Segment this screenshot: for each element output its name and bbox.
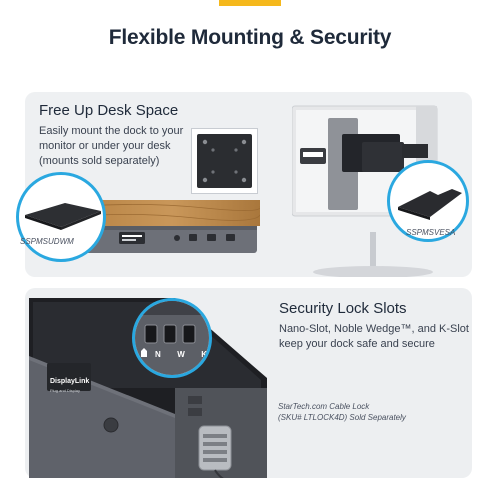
security-body-line: Nano-Slot, Noble Wedge™, and K-Slot xyxy=(279,323,469,335)
vesa-mount-plate xyxy=(398,189,462,220)
under-desk-mount-caption: SSPMSUDWM xyxy=(20,237,74,246)
security-body: Nano-Slot, Noble Wedge™, and K-Slot keep… xyxy=(279,322,469,352)
desk-space-body: Easily mount the dock to your monitor or… xyxy=(39,124,183,169)
desk-space-body-line: (mounts sold separately) xyxy=(39,155,160,167)
displaylink-badge: DisplayLink xyxy=(50,378,90,385)
cable-lock-caption-line: StarTech.com Cable Lock xyxy=(278,402,370,411)
displaylink-badge-sub: Plug and Display xyxy=(50,388,81,393)
top-accent-bar xyxy=(219,0,281,6)
security-heading: Security Lock Slots xyxy=(279,300,407,317)
slot-label-w: W xyxy=(177,350,185,359)
desk-space-body-line: Easily mount the dock to your xyxy=(39,125,184,137)
under-desk-mount-plate xyxy=(25,203,101,230)
lock-slots-circle: N W K xyxy=(132,298,212,378)
slot-labels: N W K xyxy=(155,350,207,359)
cable-lock-caption: StarTech.com Cable Lock (SKU# LTLOCK4D) … xyxy=(278,401,406,423)
vesa-mount-circle xyxy=(387,160,469,242)
security-body-line: keep your dock safe and secure xyxy=(279,338,435,350)
desk-space-body-line: monitor or under your desk xyxy=(39,140,171,152)
slot-label-n: N xyxy=(155,350,161,359)
cable-lock-caption-line: (SKU# LTLOCK4D) Sold Separately xyxy=(278,413,406,422)
under-desk-dock-image xyxy=(85,200,260,253)
mounting-plate-image xyxy=(191,128,258,194)
slot-label-k: K xyxy=(201,350,207,359)
lock-slots-closeup xyxy=(135,301,209,375)
vesa-mount-caption: SSPMSVESA xyxy=(406,228,456,237)
under-desk-mount-circle xyxy=(16,172,106,262)
page-title: Flexible Mounting & Security xyxy=(108,26,392,49)
desk-space-heading: Free Up Desk Space xyxy=(39,102,179,119)
